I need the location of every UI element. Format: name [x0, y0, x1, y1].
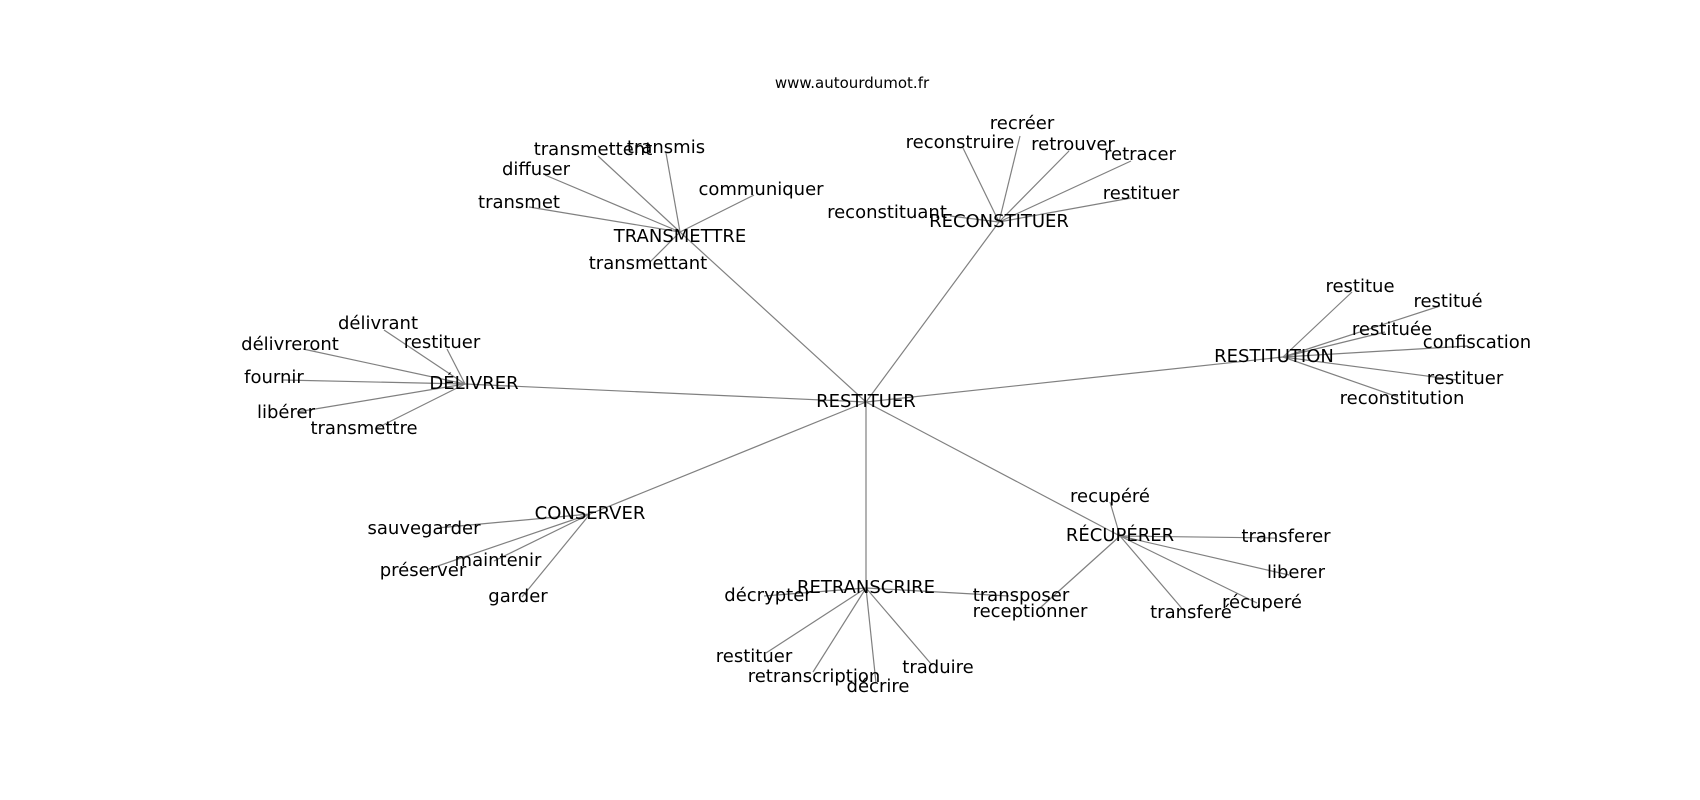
word-node-traduire: traduire [902, 657, 973, 678]
word-node-retrouver: retrouver [1031, 134, 1115, 155]
edge-retranscrire-restituer [765, 587, 867, 654]
word-node-restituer: restituer [404, 332, 481, 353]
edge-center-transmettre [679, 231, 867, 403]
edge-restitution-confiscation [1282, 345, 1469, 358]
edge-reconstituer-retracer [998, 160, 1132, 223]
word-node-recupere: recupéré [1070, 486, 1150, 507]
edge-transmettre-transmettent [597, 155, 681, 233]
word-node-delivrant: délivrant [338, 313, 418, 334]
word-node-restituer: restituer [716, 646, 793, 667]
edge-delivrer-restituer [446, 348, 466, 385]
source-url: www.autourdumot.fr [775, 74, 930, 92]
hub-node-retranscrire: RETRANSCRIRE [797, 577, 935, 598]
word-node-reconstitution: reconstitution [1340, 388, 1465, 409]
edge-delivrer-fournir [282, 379, 466, 385]
word-node-transmettant: transmettant [589, 253, 708, 274]
edge-transmettre-transmis [665, 152, 681, 233]
word-node-decrypter: décrypter [724, 585, 812, 606]
word-node-fournir: fournir [244, 367, 304, 388]
word-node-transferer: transferer [1241, 526, 1331, 547]
hub-node-conserver: CONSERVER [535, 503, 646, 524]
word-node-transmettent: transmettent [534, 139, 653, 160]
hub-node-recuperer: RÉCUPÉRER [1066, 524, 1174, 546]
edge-recuperer-transferer [1119, 535, 1276, 539]
edge-reconstituer-reconstituant [949, 215, 1000, 223]
edge-recuperer-receptionner [1039, 535, 1121, 609]
word-node-restitue: restitue [1325, 276, 1394, 297]
edge-conserver-maintenir [493, 513, 591, 562]
word-node-restituer: restituer [1427, 368, 1504, 389]
edge-restitution-restitue [1282, 291, 1353, 358]
word-node-sauvegarder: sauvegarder [368, 518, 482, 539]
word-node-restitue: restitué [1413, 291, 1482, 312]
edge-reconstituer-restituer [998, 197, 1132, 223]
center-node-restituer: RESTITUER [816, 391, 916, 412]
edge-conserver-sauvegarder [436, 513, 591, 529]
edge-retranscrire-transposer [865, 587, 1010, 597]
word-node-maintenir: maintenir [455, 550, 543, 571]
word-node-transmis: transmis [627, 137, 705, 158]
word-node-delivreront: délivreront [241, 334, 339, 355]
hub-node-reconstituer: RECONSTITUER [929, 211, 1069, 232]
edge-restitution-restituee [1282, 331, 1386, 358]
edge-center-recuperer [865, 401, 1121, 537]
edge-retranscrire-decrire [865, 587, 877, 684]
word-node-transmet: transmet [478, 192, 560, 213]
edge-restitution-restituer [1282, 356, 1458, 381]
word-node-garder: garder [488, 586, 548, 607]
edge-center-conserver [589, 401, 867, 515]
edge-recuperer-recupere [1109, 501, 1121, 537]
word-node-retracer: retracer [1104, 144, 1177, 165]
edge-recuperer-liberer [1119, 535, 1290, 576]
word-node-reconstituant: reconstituant [827, 202, 947, 223]
word-node-transmettre: transmettre [310, 418, 417, 439]
word-node-recreer: recréer [990, 113, 1055, 134]
hub-node-delivrer: DÉLIVRER [429, 372, 518, 394]
graph-labels: RESTITUER RECONSTITUER recréerreconstruir… [241, 113, 1531, 697]
word-node-receptionner: receptionner [973, 601, 1088, 622]
word-node-transposer: transposer [973, 585, 1070, 606]
word-node-confiscation: confiscation [1423, 332, 1531, 353]
word-node-communiquer: communiquer [698, 179, 824, 200]
word-node-reconstruire: reconstruire [906, 132, 1015, 153]
word-node-restituer: restituer [1103, 183, 1180, 204]
edge-transmettre-diffuser [544, 174, 681, 233]
edge-reconstituer-retrouver [998, 150, 1070, 223]
edge-reconstituer-recreer [998, 135, 1021, 223]
edge-center-restitution [865, 356, 1284, 403]
edge-reconstituer-reconstruire [962, 147, 1000, 223]
word-node-recupere: récuperé [1222, 592, 1302, 613]
word-node-liberer: libérer [257, 402, 316, 423]
edge-retranscrire-retranscription [812, 587, 867, 673]
edge-retranscrire-decrypter [763, 587, 867, 597]
edge-delivrer-liberer [296, 383, 466, 413]
edge-transmettre-communiquer [679, 194, 755, 233]
edge-center-delivrer [464, 383, 867, 403]
graph-edges [282, 135, 1469, 684]
hub-node-restitution: RESTITUTION [1214, 346, 1334, 367]
edge-conserver-garder [521, 513, 591, 598]
edge-recuperer-recupere [1119, 535, 1258, 604]
edge-recuperer-transfere [1119, 535, 1186, 613]
edge-conserver-preserver [428, 513, 591, 570]
word-node-decrire: décrire [847, 676, 910, 697]
word-node-transfere: transferé [1150, 602, 1232, 623]
edge-delivrer-delivrant [383, 329, 466, 385]
edge-restitution-reconstitution [1282, 356, 1399, 398]
edge-retranscrire-traduire [865, 587, 933, 666]
word-node-retranscription: retranscription [748, 666, 881, 687]
hub-node-transmettre: TRANSMETTRE [613, 226, 746, 247]
word-node-preserver: préserver [380, 560, 467, 581]
word-node-diffuser: diffuser [502, 159, 571, 180]
edge-restitution-restitue [1282, 305, 1441, 358]
edge-transmettre-transmettant [649, 231, 681, 263]
word-node-liberer: liberer [1267, 562, 1326, 583]
edge-delivrer-transmettre [374, 383, 466, 430]
edge-center-reconstituer [865, 221, 1000, 403]
edge-transmettre-transmet [528, 206, 681, 233]
edge-delivrer-delivreront [302, 348, 466, 385]
word-node-restituee: restituée [1352, 319, 1432, 340]
